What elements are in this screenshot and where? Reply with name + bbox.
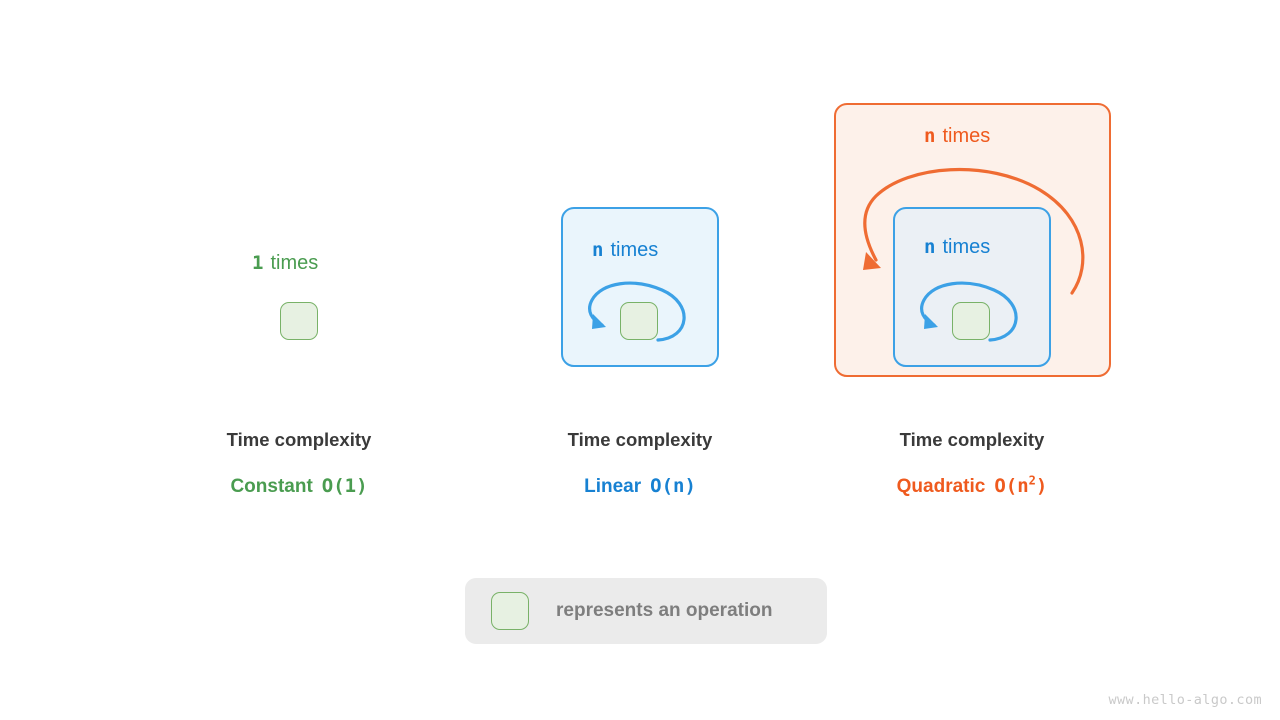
- caption-title-quadratic: Time complexity: [899, 429, 1045, 450]
- complexity-notation-quadratic: O(n2): [985, 473, 1048, 497]
- constant-loop-label: 1 times: [252, 253, 318, 273]
- quadratic-inner-loop-word: times: [942, 236, 991, 258]
- legend-label: represents an operation: [556, 600, 773, 621]
- complexity-name-linear: Linear: [584, 475, 642, 497]
- linear-loop-box: [561, 207, 719, 367]
- notation-prefix-quadratic: O(n: [994, 474, 1029, 497]
- caption-complexity-constant: Constant O(1): [149, 474, 449, 497]
- notation-suffix-quadratic: ): [1035, 474, 1048, 497]
- quadratic-inner-loop-count: n: [924, 236, 936, 258]
- complexity-notation-constant: O(1): [321, 474, 368, 497]
- operation-square-linear: [620, 302, 658, 340]
- complexity-notation-linear: O(n): [650, 474, 696, 497]
- quadratic-inner-loop-box: [893, 207, 1051, 367]
- constant-loop-count: 1: [252, 252, 264, 274]
- linear-loop-arrow: [588, 281, 686, 342]
- watermark-url: www.hello-algo.com: [1108, 692, 1262, 708]
- complexity-name-quadratic: Quadratic: [896, 475, 986, 497]
- operation-square-quadratic: [952, 302, 990, 340]
- quadratic-outer-loop-word: times: [942, 125, 991, 147]
- linear-loop-word: times: [610, 239, 659, 261]
- quadratic-inner-loop-arrow: [920, 281, 1018, 342]
- legend-box: represents an operation: [465, 578, 827, 644]
- complexity-name-constant: Constant: [230, 475, 313, 497]
- operation-square-constant: [280, 302, 318, 340]
- caption-title-linear: Time complexity: [567, 429, 713, 450]
- linear-loop-count: n: [592, 239, 604, 261]
- caption-linear: Time complexity Linear O(n): [490, 429, 790, 497]
- notation-exponent-quadratic: 2: [1028, 473, 1036, 488]
- caption-complexity-linear: Linear O(n): [490, 474, 790, 497]
- quadratic-outer-loop-count: n: [924, 125, 936, 147]
- caption-title-constant: Time complexity: [226, 429, 372, 450]
- constant-loop-word: times: [270, 252, 319, 274]
- legend-operation-swatch-icon: [491, 592, 529, 630]
- caption-constant: Time complexity Constant O(1): [149, 429, 449, 497]
- quadratic-outer-loop-arrow: [863, 167, 1085, 295]
